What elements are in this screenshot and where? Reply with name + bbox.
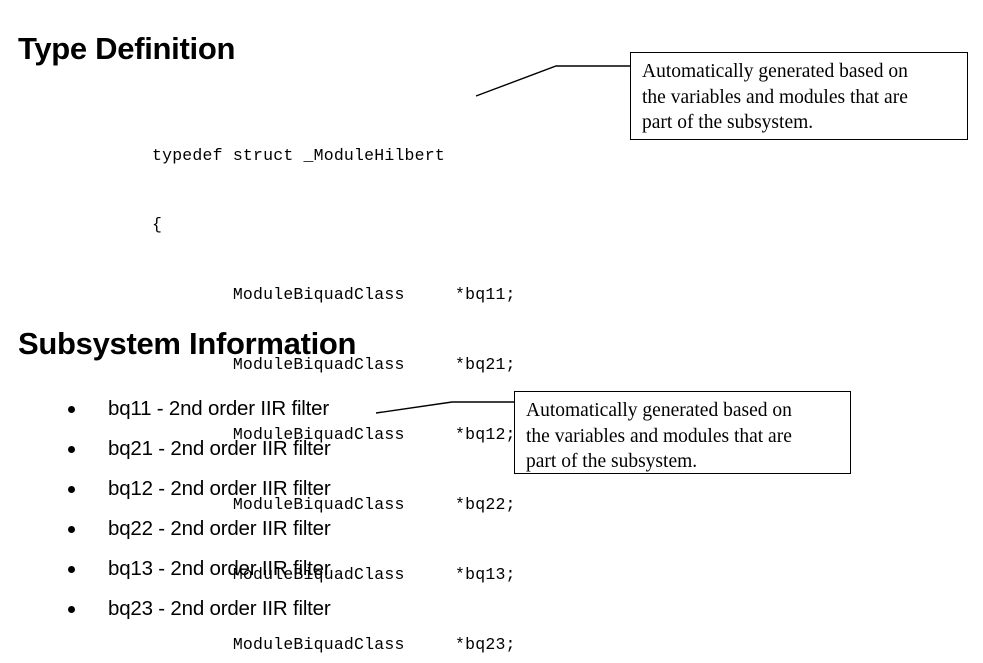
callout-line: the variables and modules that are (642, 86, 908, 108)
callout-line: part of the subsystem. (642, 112, 814, 133)
bullet-icon (68, 486, 75, 493)
page-title-subsystem-information: Subsystem Information (18, 326, 357, 361)
type-definition-code-block: typedef struct _ModuleHilbert { ModuleBi… (152, 97, 516, 663)
list-item-label: bq23 - 2nd order IIR filter (108, 597, 331, 620)
code-line: ModuleBiquadClass *bq23; (152, 634, 516, 654)
list-item-label: bq12 - 2nd order IIR filter (108, 477, 331, 500)
code-line: ModuleBiquadClass *bq22; (152, 495, 516, 515)
page-title-type-definition: Type Definition (18, 31, 236, 66)
code-line: ModuleBiquadClass *bq21; (152, 355, 516, 375)
callout-line: Automatically generated based on (526, 400, 792, 421)
code-line: typedef struct _ModuleHilbert (152, 145, 445, 165)
list-item-label: bq13 - 2nd order IIR filter (108, 557, 331, 580)
bullet-icon (68, 406, 75, 413)
callout-line: Automatically generated based on (642, 61, 908, 82)
bullet-icon (68, 526, 75, 533)
bullet-icon (68, 566, 75, 573)
callout-subsystem-information: Automatically generated based on the var… (514, 391, 851, 474)
bullet-icon (68, 606, 75, 613)
bullet-icon (68, 446, 75, 453)
code-line: { (152, 215, 163, 235)
leader-line-type-definition (475, 65, 630, 97)
list-item-label: bq11 - 2nd order IIR filter (108, 397, 329, 420)
list-item-label: bq22 - 2nd order IIR filter (108, 517, 331, 540)
code-line: ModuleBiquadClass *bq13; (152, 564, 516, 584)
list-item-label: bq21 - 2nd order IIR filter (108, 437, 331, 460)
code-line: ModuleBiquadClass *bq12; (152, 425, 516, 445)
callout-type-definition: Automatically generated based on the var… (630, 52, 968, 140)
callout-line: part of the subsystem. (526, 451, 698, 472)
code-line: ModuleBiquadClass *bq11; (152, 285, 516, 305)
callout-line: the variables and modules that are (526, 425, 792, 447)
